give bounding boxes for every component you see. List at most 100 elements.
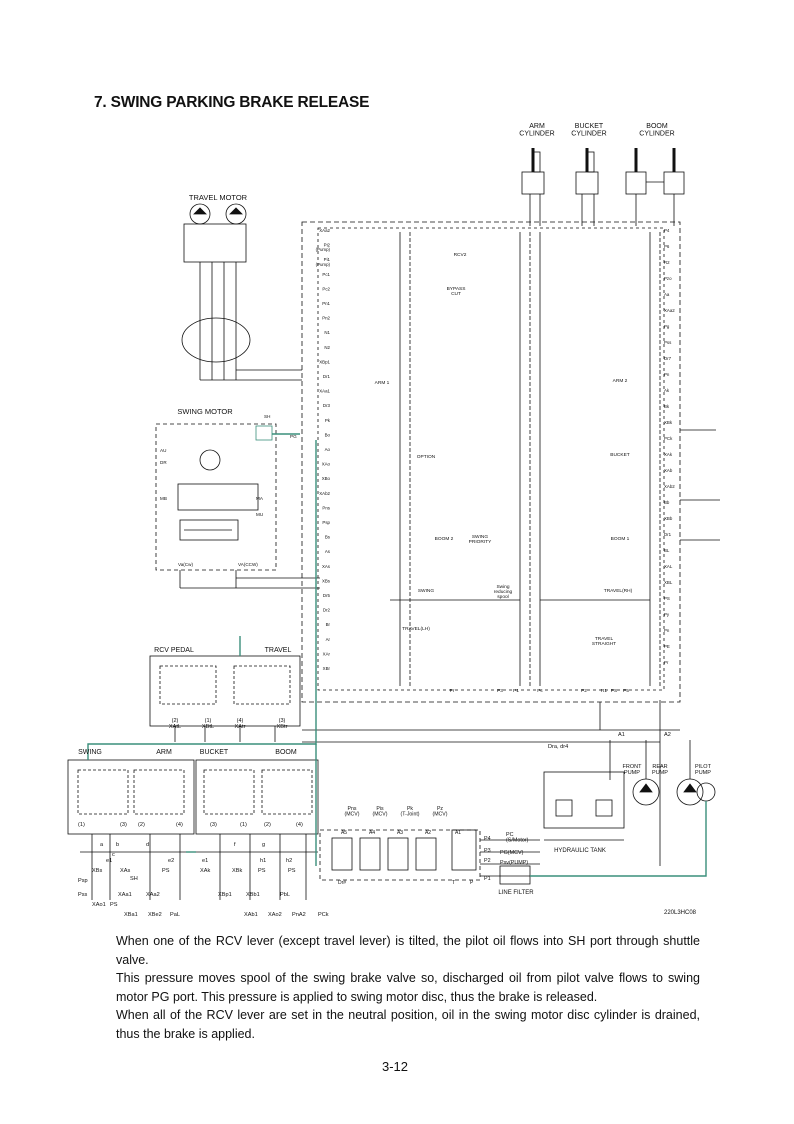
port-right: Bk bbox=[664, 404, 670, 409]
valve-label-arm2: ARM 2 bbox=[613, 378, 628, 384]
rcv-lever-left-outlet: e2 bbox=[168, 858, 174, 864]
bucket-label: BUCKET bbox=[200, 749, 229, 756]
port-left: Bo bbox=[325, 432, 331, 437]
bottom-port: P3 bbox=[497, 688, 503, 694]
rcv-lever-left-outlet: b bbox=[116, 842, 119, 848]
swing-motor-port: Va(Cw) bbox=[178, 562, 193, 567]
rcv-lever-left-outlet: d bbox=[146, 842, 149, 848]
rcv-lever-right-port: (1) bbox=[240, 822, 247, 828]
pilot-block-output: P1 bbox=[484, 876, 491, 882]
rcv-pedal-output: (1)XBtL bbox=[202, 718, 214, 730]
pilot-block-extra: T bbox=[452, 880, 455, 886]
port-left: XBo bbox=[322, 476, 331, 481]
shuttle-line: XBk bbox=[232, 868, 242, 874]
port-right: XAb2 bbox=[664, 484, 675, 489]
port-left: XBs bbox=[322, 578, 331, 583]
port-right: XAk bbox=[664, 452, 673, 457]
bottom-signal: XAa2 bbox=[146, 892, 160, 898]
bottom-signal: XBa1 bbox=[124, 912, 138, 918]
pilot-block-extra: Dr# bbox=[338, 880, 346, 886]
port-right: PS bbox=[664, 596, 670, 601]
port-right: Aa bbox=[664, 292, 670, 297]
shuttle-line: SH bbox=[130, 876, 138, 882]
bottom-port: P1 bbox=[513, 688, 519, 694]
swing-motor-port: PG bbox=[290, 434, 297, 439]
port-left: Bs bbox=[325, 535, 331, 540]
port-left: XAo bbox=[322, 462, 331, 467]
pilot-block-output-label: PG(MCV) bbox=[500, 850, 524, 856]
rcv-lever-left-port: (1) bbox=[78, 822, 85, 828]
port-left: Ar bbox=[326, 637, 331, 642]
rcv-lever-left-port: (3) bbox=[120, 822, 127, 828]
swing-motor-port: VA(CCW) bbox=[238, 562, 258, 567]
port-right: Pzo bbox=[664, 276, 672, 281]
bottom-port: Pr bbox=[450, 688, 455, 694]
swing-motor-port: SH bbox=[264, 414, 270, 419]
port-right: XBL bbox=[664, 580, 673, 585]
pilot-block-output-label: Psv(PUMP) bbox=[500, 860, 528, 866]
bottom-signal: PaL bbox=[170, 912, 180, 918]
boom-label: BOOM bbox=[275, 749, 297, 756]
bottom-signal: XAb1 bbox=[244, 912, 258, 918]
shuttle-line: PS bbox=[258, 868, 266, 874]
pilot-block-valve: A1 bbox=[455, 830, 461, 836]
rcv-lever-right-port: (3) bbox=[210, 822, 217, 828]
bottom-port: P2 bbox=[581, 688, 587, 694]
pilot-block-output: P3 bbox=[484, 848, 491, 854]
valve-label-bucket: BUCKET bbox=[610, 452, 630, 458]
port-right: XAL bbox=[664, 564, 673, 569]
bottom-signal: PbL bbox=[280, 892, 290, 898]
valve-label-arm1: ARM 1 bbox=[375, 380, 390, 386]
valve-label-travel-rh: TRAVEL(RH) bbox=[604, 588, 633, 594]
bottom-signal: PCk bbox=[318, 912, 329, 918]
valve-label-boom2: BOOM 2 bbox=[435, 536, 454, 542]
bottom-signal: XAo1 bbox=[92, 902, 106, 908]
port-left: Pn1 bbox=[322, 301, 330, 306]
port-right: Dr1 bbox=[664, 532, 672, 537]
bottom-signal: XBp1 bbox=[218, 892, 232, 898]
port-left: XAa1 bbox=[319, 389, 330, 394]
bottom-port: P5 bbox=[623, 688, 629, 694]
rcv-pedal-output: (4)XAtr bbox=[235, 718, 246, 730]
valve-label-swing: SWING bbox=[418, 588, 435, 594]
port-left: Pn2 bbox=[322, 316, 330, 321]
port-right: Pn bbox=[664, 372, 670, 377]
port-left: Pc1 bbox=[322, 272, 330, 277]
port-left: Pns bbox=[322, 505, 330, 510]
bottom-port: PS bbox=[611, 688, 617, 694]
port-left: Dr3 bbox=[323, 403, 331, 408]
bottom-port: Pc bbox=[537, 688, 543, 694]
bottom-port: R1 bbox=[601, 688, 607, 694]
port-right: P6 bbox=[664, 244, 670, 249]
shuttle-line: XBs bbox=[92, 868, 102, 874]
port-right: XBb bbox=[664, 516, 673, 521]
pilot-block-output-label: PC(S/Motor) bbox=[506, 832, 529, 844]
pilot-block-extra: P bbox=[470, 880, 474, 886]
port-right: Pn bbox=[664, 628, 670, 633]
paragraph-1: When one of the RCV lever (except travel… bbox=[116, 934, 700, 967]
bottom-signal: Pss bbox=[78, 892, 88, 898]
pilot-block-output: P2 bbox=[484, 858, 491, 864]
port-right: Dr7 bbox=[664, 356, 672, 361]
port-left: XBp1 bbox=[319, 359, 330, 364]
bottom-signal: XAa1 bbox=[118, 892, 132, 898]
port-right: Pr bbox=[664, 660, 669, 665]
bottom-signal: XAo2 bbox=[268, 912, 282, 918]
port-left: Pk bbox=[325, 418, 331, 423]
valve-label-travel-lh: TRAVEL(LH) bbox=[402, 626, 430, 632]
rcv-lever-right-outlet: f bbox=[234, 842, 236, 848]
pump-label: A1 bbox=[618, 732, 625, 738]
port-right: XAb bbox=[664, 468, 673, 473]
port-left: Pi1(Pump) bbox=[316, 257, 331, 267]
paragraph-3: When all of the RCV lever are set in the… bbox=[116, 1008, 700, 1041]
rcv-lever-right-outlet: h1 bbox=[260, 858, 266, 864]
page-number: 3-12 bbox=[382, 1059, 409, 1074]
port-left: Br bbox=[326, 622, 331, 627]
